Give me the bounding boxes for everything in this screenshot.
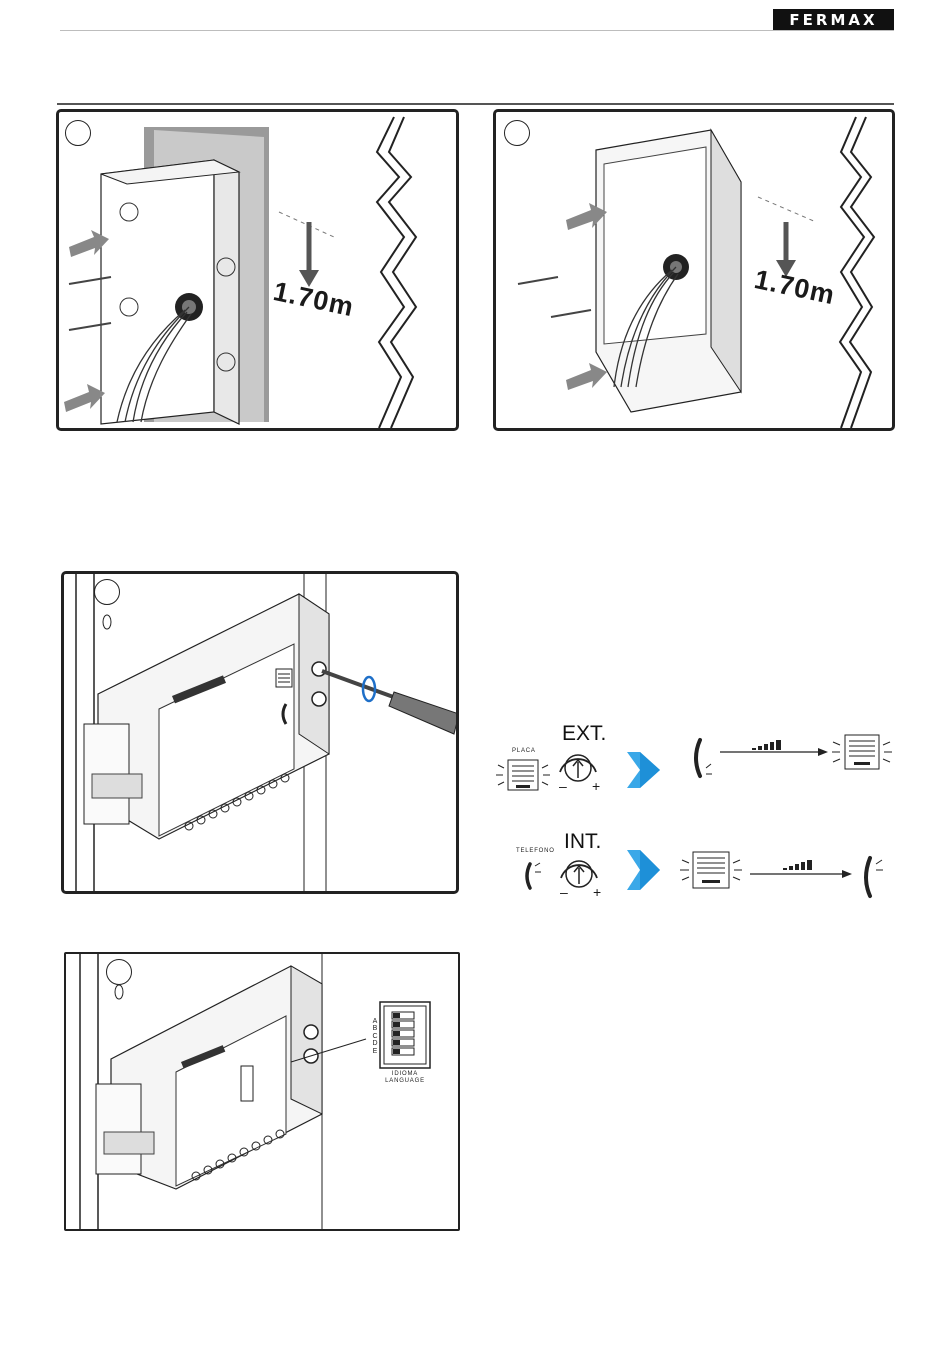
fermax-logo: FERMAX bbox=[773, 9, 894, 31]
figure-number-badge bbox=[65, 120, 91, 146]
ext-diagram-shapes bbox=[490, 720, 900, 800]
handset-icon-right bbox=[866, 858, 883, 896]
figure-volume-adjustment bbox=[61, 571, 459, 894]
blue-arrow-icon bbox=[627, 850, 660, 890]
ext-plus: + bbox=[592, 778, 600, 794]
internal-volume-diagram: INT. TELEFONO bbox=[490, 830, 900, 910]
header-rule bbox=[60, 30, 894, 31]
int-diagram-shapes bbox=[490, 830, 900, 910]
panel-speaker-icon-right bbox=[832, 735, 892, 769]
dip-switch-letters: A B C D E bbox=[371, 1018, 379, 1055]
flush-box-illustration bbox=[59, 112, 456, 428]
handset-icon bbox=[527, 863, 541, 888]
panel-speaker-icon bbox=[680, 852, 742, 888]
section-rule bbox=[57, 103, 894, 105]
dip-label-idioma: IDIOMA bbox=[380, 1071, 430, 1077]
figure-surface-mount-box: 1.70m bbox=[493, 109, 895, 431]
surface-box-illustration bbox=[496, 112, 892, 428]
external-volume-diagram: EXT. PLACA bbox=[490, 720, 900, 800]
blue-arrow-icon bbox=[627, 752, 660, 788]
signal-bars bbox=[783, 860, 812, 870]
panel-speaker-icon bbox=[496, 760, 550, 790]
figure-number-badge bbox=[94, 579, 120, 605]
int-plus: + bbox=[593, 884, 601, 900]
figure-number-badge bbox=[504, 120, 530, 146]
figure-language-dip-switch: A B C D E IDIOMA LANGUAGE bbox=[64, 952, 460, 1231]
figure-flush-mount-box: 1.70m bbox=[56, 109, 459, 431]
figure-number-badge bbox=[106, 959, 132, 985]
ext-minus: – bbox=[559, 778, 567, 794]
handset-icon bbox=[696, 740, 712, 776]
amplifier-screwdriver-illustration bbox=[64, 574, 456, 891]
signal-bars bbox=[752, 740, 781, 750]
amplifier-dip-illustration bbox=[66, 954, 458, 1229]
int-minus: – bbox=[560, 884, 568, 900]
dip-label-language: LANGUAGE bbox=[370, 1078, 440, 1084]
